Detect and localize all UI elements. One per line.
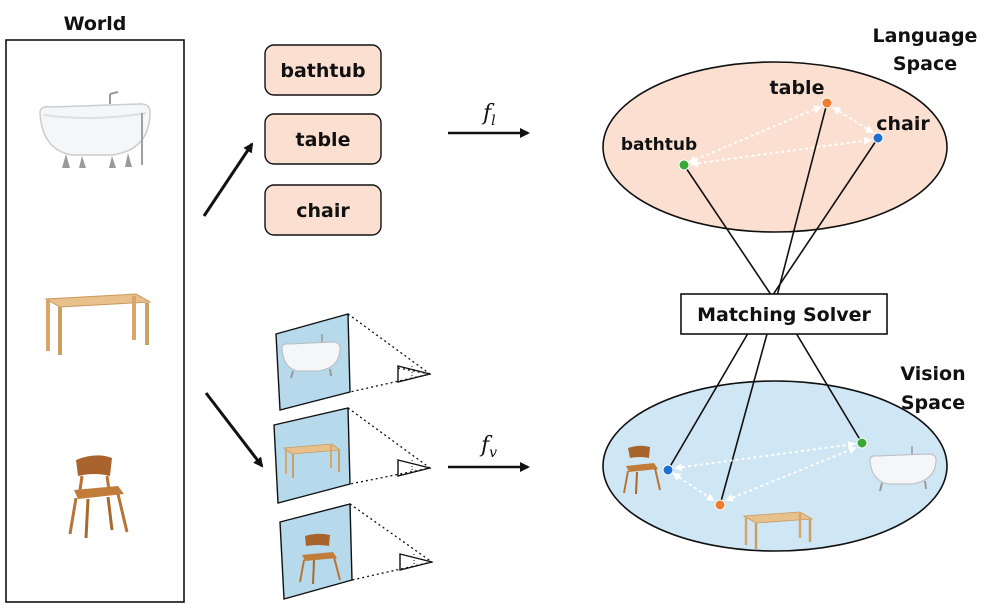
vision-table-image (742, 511, 814, 549)
word-label-bathtub: bathtub (280, 60, 365, 82)
language-space-title-line2: Space (893, 53, 957, 75)
vision-point-chair (662, 464, 674, 476)
vision-bathtub-image (869, 446, 937, 492)
vision-space-title-line2: Space (901, 392, 965, 414)
word-box-bathtub: bathtub (264, 44, 382, 96)
language-label-bathtub: bathtub (621, 135, 697, 155)
word-box-chair: chair (264, 184, 382, 236)
arrow-world-to-words (202, 142, 254, 217)
table-image (44, 293, 152, 355)
vision-relations (672, 440, 857, 502)
bathtub-image (39, 91, 151, 168)
matching-solver-box: Matching Solver (680, 293, 888, 335)
language-label-table: table (770, 77, 825, 99)
vision-space-title-line1: Vision (900, 363, 965, 385)
image-plane-chair (279, 503, 434, 600)
world-frame (5, 39, 185, 603)
vision-point-table (714, 499, 726, 511)
chair-image (68, 455, 129, 539)
image-plane-table (273, 407, 432, 504)
language-point-chair (872, 132, 884, 144)
language-point-bathtub (678, 159, 690, 171)
language-encoder-label: fl (481, 101, 496, 129)
arrow-world-to-images (204, 392, 264, 468)
vision-encoder-label: fv (479, 433, 497, 461)
vision-chair-image (623, 445, 661, 495)
language-point-table (821, 97, 833, 109)
word-label-chair: chair (296, 200, 350, 222)
image-plane-bathtub (275, 313, 432, 411)
language-space-title-line1: Language (873, 25, 978, 47)
language-label-chair: chair (876, 113, 930, 135)
vision-point-bathtub (856, 437, 868, 449)
language-relations (688, 105, 874, 168)
word-box-table: table (264, 113, 382, 165)
word-label-table: table (296, 129, 351, 151)
world-title: World (64, 13, 127, 35)
matching-solver-label: Matching Solver (697, 304, 871, 326)
